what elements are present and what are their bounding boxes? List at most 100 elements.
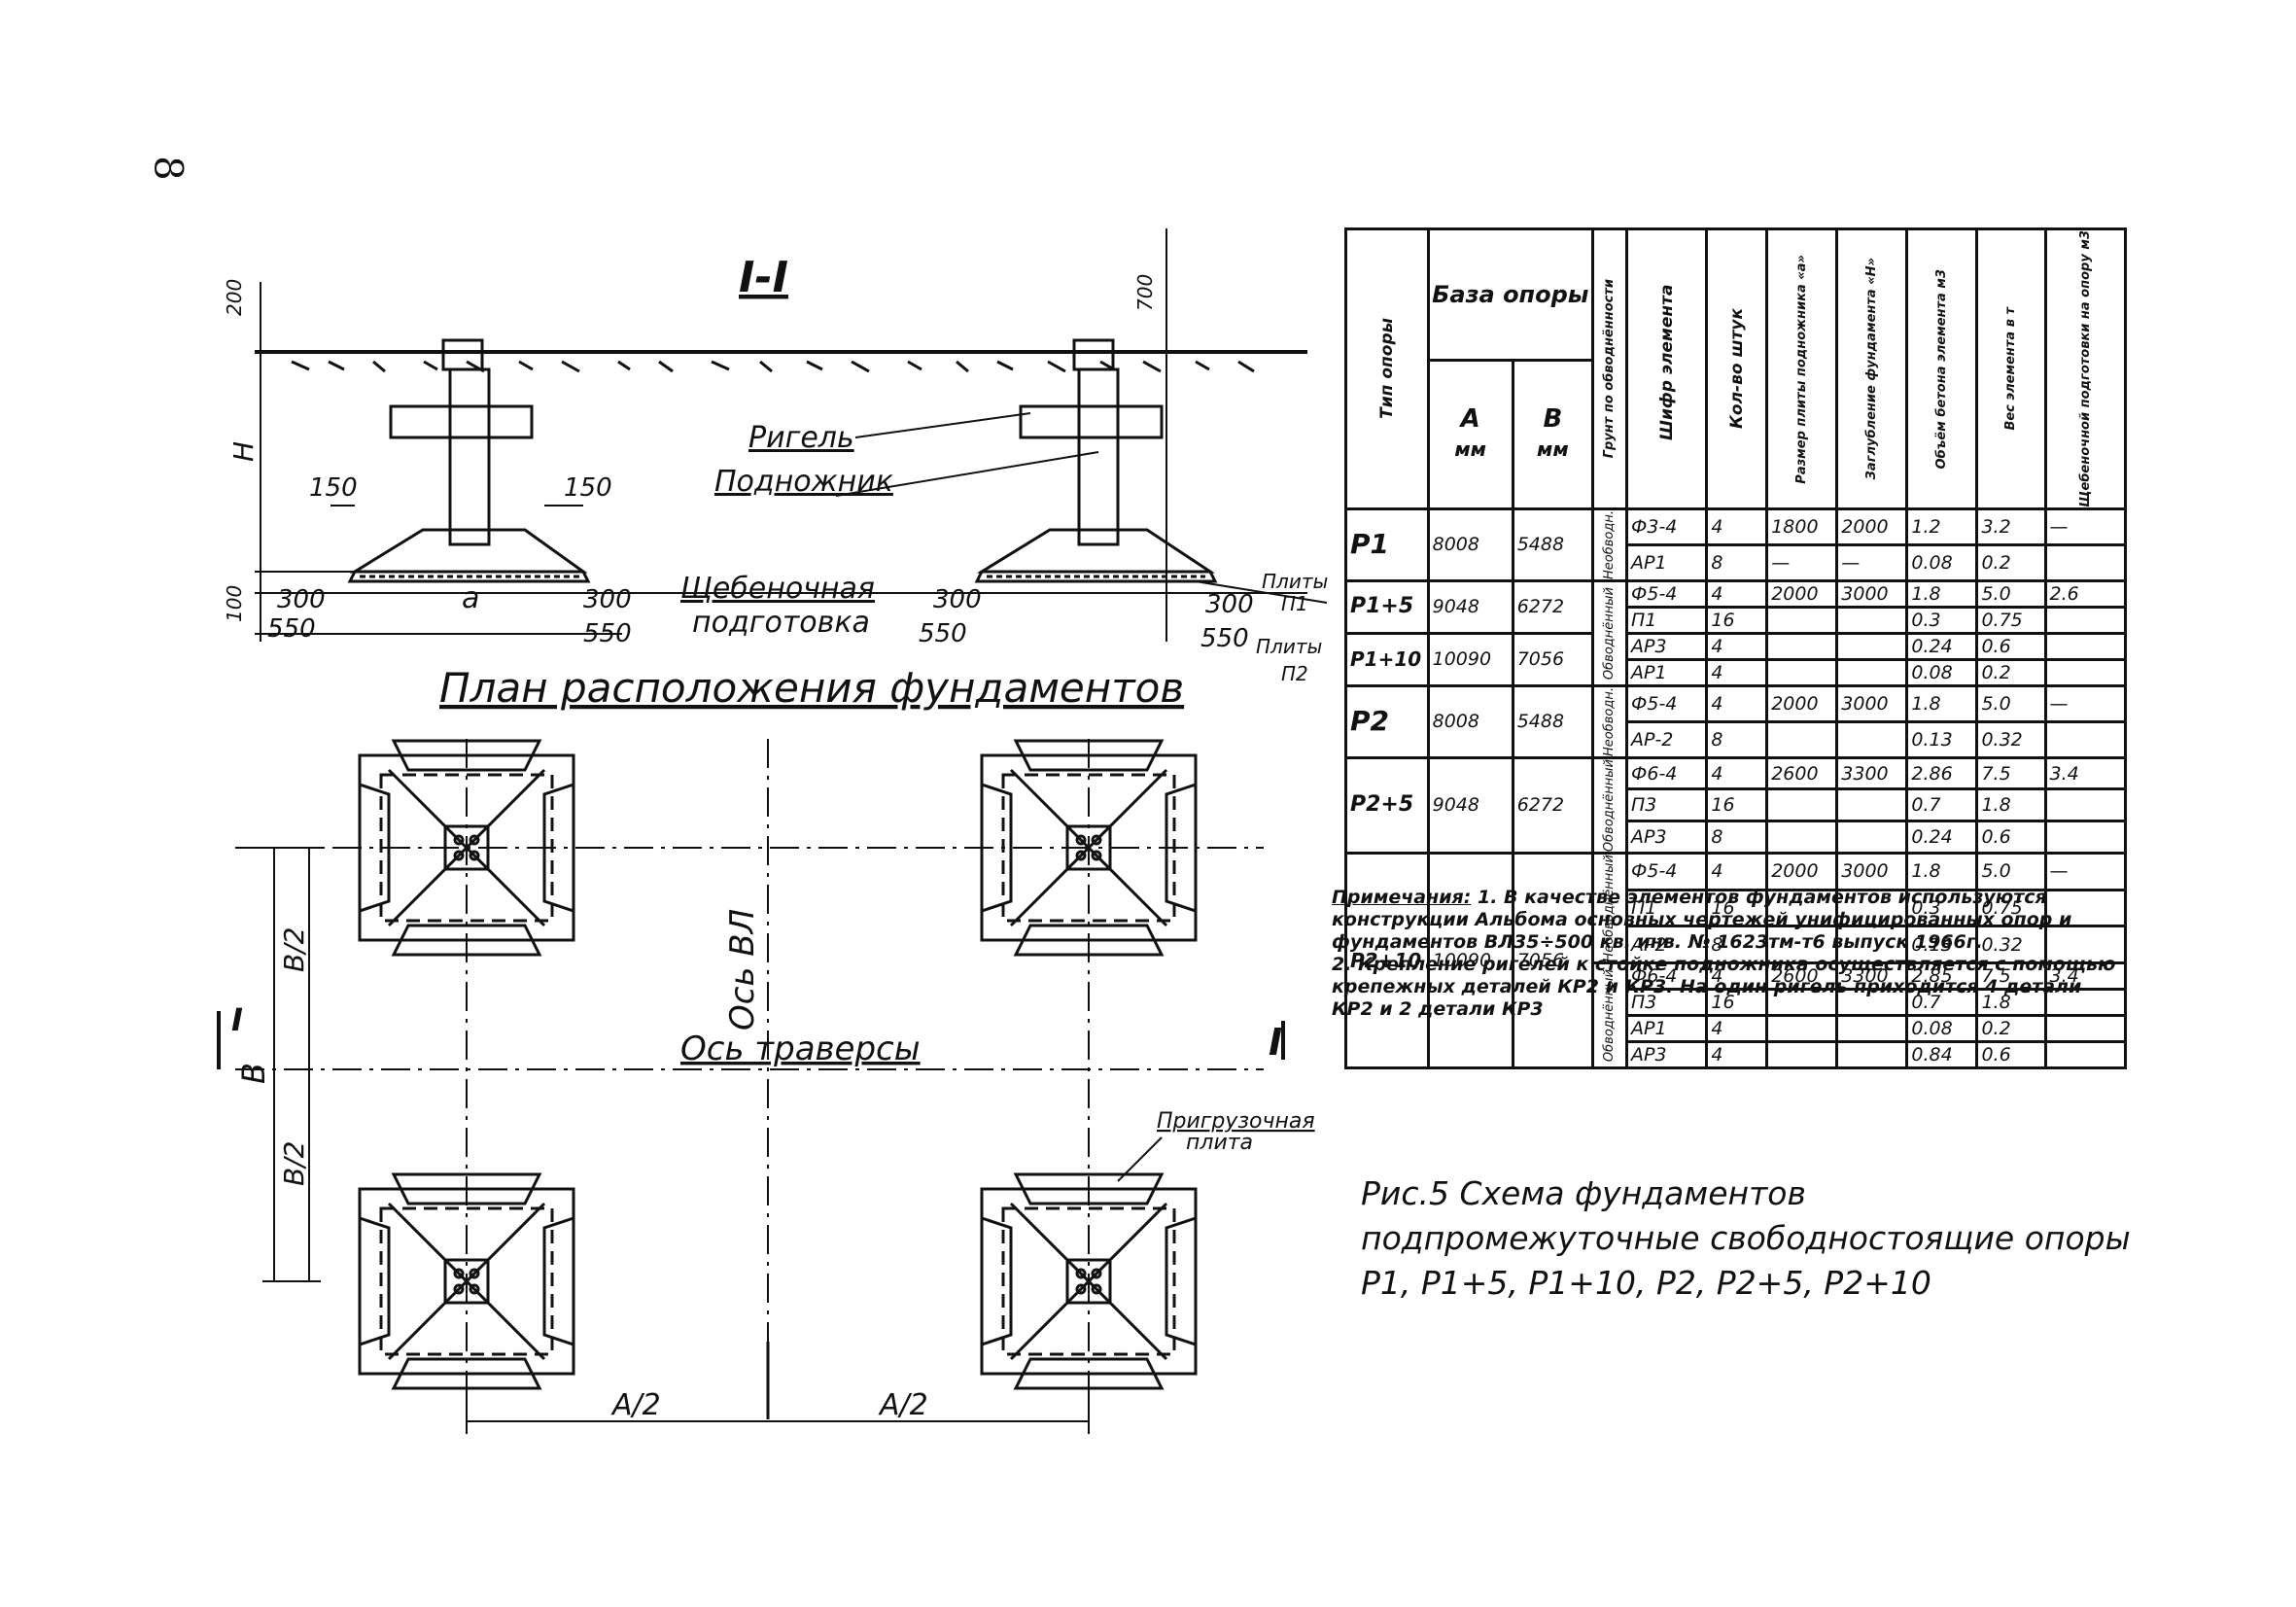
row-type: Р1 (1344, 507, 1430, 582)
depth-cell: 3000 (1835, 683, 1909, 723)
plan-view (217, 739, 1285, 1434)
hdr-plate-size: Размер плиты подножника «а» (1794, 254, 1810, 484)
label-plity-p1-a: Плиты (1262, 570, 1328, 593)
vol-cell: 1.2 (1905, 507, 1979, 546)
gravel-cell (2043, 1040, 2127, 1070)
wt-cell: 3.2 (1975, 507, 2047, 546)
cipher-cell: АР3 (1624, 631, 1709, 661)
qty-cell: 8 (1705, 542, 1769, 582)
wt-cell: 5.0 (1975, 851, 2047, 891)
base-b: 7056 (1511, 851, 1594, 1070)
cipher-cell: АР1 (1624, 1014, 1709, 1044)
cipher-cell: АР3 (1624, 820, 1709, 855)
dim-b-half-bottom: В/2 (278, 1141, 310, 1186)
depth-cell: 3300 (1835, 961, 1909, 992)
hdr-weight: Вес элемента в т (2003, 307, 2019, 431)
cipher-cell: АР1 (1624, 542, 1709, 582)
gravel-cell: 2.6 (2043, 578, 2127, 609)
gravel-cell (2043, 605, 2127, 635)
qty-cell: 8 (1705, 820, 1769, 855)
gravel-cell (2043, 925, 2127, 965)
vol-cell: 1.8 (1905, 851, 1979, 891)
hdr-type: Тип опоры (1376, 318, 1397, 420)
dim-300-2: 300 (583, 585, 632, 614)
table-row: АР1 4 0.08 0.2 (1346, 657, 2127, 687)
wt-cell: 0.6 (1975, 1040, 2047, 1070)
wt-cell: 5.0 (1975, 578, 2047, 609)
wt-cell: 0.6 (1975, 631, 2047, 661)
vol-cell: 0.7 (1905, 988, 1979, 1018)
label-gravel-1: Щебеночная (680, 572, 875, 606)
vol-cell: 2.86 (1905, 755, 1979, 791)
notes-heading: Примечания: (1332, 887, 1472, 908)
qty-cell: 4 (1705, 1040, 1769, 1070)
gravel-cell: — (2043, 683, 2127, 723)
size-cell: 2000 (1765, 683, 1839, 723)
gravel-cell (2043, 820, 2127, 855)
qty-cell: 16 (1705, 988, 1769, 1018)
section-title: I-I (739, 253, 788, 302)
size-cell (1765, 657, 1839, 687)
row-type: Р2+5 (1344, 755, 1430, 855)
vol-cell: 0.13 (1905, 719, 1979, 759)
dim-top-right: 700 (1133, 274, 1157, 311)
cipher-cell: П1 (1624, 605, 1709, 635)
table-row: Р2 8008 5488 Необводн. Ф5-4 4 2000 3000 … (1344, 683, 2127, 759)
vol-cell: 2.85 (1905, 961, 1979, 992)
row-type: Р1+10 (1344, 631, 1430, 687)
base-a: 9048 (1426, 755, 1514, 855)
ground-cell: Необводн. (1602, 509, 1618, 579)
wt-cell: 1.8 (1975, 787, 2047, 823)
depth-cell: — (1835, 542, 1909, 582)
dim-550-4: 550 (1200, 624, 1249, 653)
size-cell (1765, 925, 1839, 965)
wt-cell: 0.32 (1975, 719, 2047, 759)
depth-cell: 2000 (1835, 507, 1909, 546)
table-row: Р1+5 9048 6272 Обводнённый Ф5-4 4 2000 3… (1344, 578, 2127, 687)
foundation-bottom-left (358, 1172, 575, 1390)
wt-cell: 0.32 (1975, 925, 2047, 965)
dim-150-right: 150 (564, 473, 612, 503)
wt-cell: 0.2 (1975, 542, 2047, 582)
size-cell (1765, 1040, 1839, 1070)
size-cell: 2600 (1765, 961, 1839, 992)
depth-cell (1835, 1014, 1909, 1044)
table-row: Обводнённый Ф6-4 4 2600 3300 2.85 7.5 3.… (1346, 961, 2127, 1070)
vol-cell: 0.24 (1905, 820, 1979, 855)
gravel-cell (2043, 988, 2127, 1018)
label-plity-p2-a: Плиты (1256, 635, 1322, 658)
pregruz-label-2: плита (1186, 1131, 1253, 1155)
size-cell (1765, 1014, 1839, 1044)
plan-foundations (358, 739, 1198, 1390)
dim-550-1: 550 (267, 614, 316, 644)
vol-cell: 0.24 (1905, 631, 1979, 661)
base-b: 6272 (1511, 578, 1594, 635)
size-cell: 1800 (1765, 507, 1839, 546)
row-type: Р2+10 (1344, 851, 1430, 1070)
gravel-cell: — (2043, 507, 2127, 546)
table-row: Р2+10 10090 7056 Необводнённый Ф5-4 4 20… (1344, 851, 2127, 1070)
table-row: АР3 8 0.24 0.6 (1346, 820, 2127, 855)
wt-cell: 5.0 (1975, 683, 2047, 723)
ground-cell: Обводнённый (1602, 586, 1618, 680)
qty-cell: 16 (1705, 888, 1769, 928)
base-b: 5488 (1511, 683, 1594, 759)
dim-a-half-right: А/2 (878, 1388, 928, 1422)
axis-vl-label: Ось ВЛ (723, 909, 762, 1031)
table-subheader-row: А мм В мм (1346, 358, 2126, 510)
hdr-a: А (1460, 404, 1480, 435)
specification-table: Тип опоры База опоры Грунт по обводнённо… (1344, 227, 2127, 1070)
table-row: П3 16 0.7 1.8 (1346, 988, 2127, 1018)
note-1: 1. В качестве элементов фундаментов испо… (1332, 887, 2072, 953)
depth-cell (1835, 719, 1909, 759)
dim-300-1: 300 (277, 585, 326, 614)
plan-title: План расположения фундаментов (439, 664, 1184, 712)
base-b: 7056 (1511, 631, 1594, 687)
cipher-cell: Ф5-4 (1624, 578, 1709, 609)
vol-cell: 0.7 (1905, 787, 1979, 823)
table-header-row: Тип опоры База опоры Грунт по обводнённо… (1344, 227, 2127, 510)
cipher-cell: Ф3-4 (1624, 507, 1709, 546)
cipher-cell: П1 (1624, 888, 1709, 928)
base-a: 9048 (1426, 578, 1514, 635)
gravel-cell (2043, 787, 2127, 823)
